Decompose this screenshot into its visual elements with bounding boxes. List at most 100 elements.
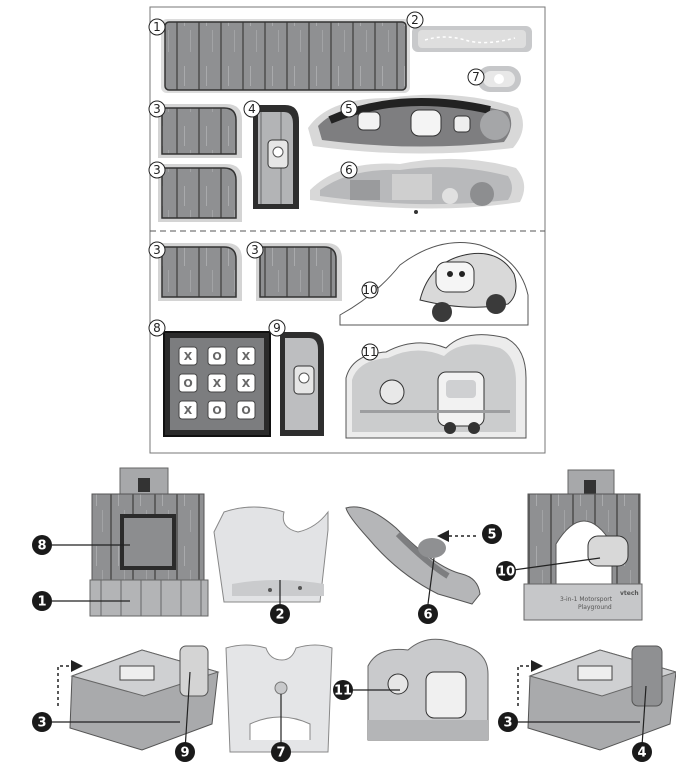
piece-4-garage-side (253, 105, 299, 209)
assembly-badge-text: 11 (334, 684, 352, 699)
piece-5-track-scene (308, 94, 523, 154)
assembly-badge-text: 2 (275, 608, 284, 623)
assembly-badge: 4 (632, 742, 652, 762)
piece-6-stands-scene (310, 158, 525, 214)
ttt-symbol: X (184, 404, 193, 417)
sheet-label: 3 (148, 161, 166, 179)
piece-3-panel-c (158, 243, 242, 301)
assembly-badge: 3 (498, 712, 518, 732)
logo-line1: 3-in-1 Motorsport (560, 596, 613, 603)
sheet-label: 4 (243, 100, 261, 118)
vtech-logo: vtech (620, 590, 639, 597)
logo-line2: Playground (578, 604, 612, 611)
ttt-cell: O (207, 400, 227, 420)
assembly-badge-text: 4 (637, 746, 646, 761)
piece-3-panel-d (256, 243, 342, 301)
assembly-badge: 11 (333, 680, 353, 700)
piece-11-scene-cutout (345, 334, 527, 439)
assembly-badge-text: 9 (180, 746, 189, 761)
ttt-symbol: X (242, 377, 251, 390)
sheet-label-text: 2 (411, 13, 419, 27)
assembly-badge: 6 (418, 604, 438, 624)
ttt-symbol: O (212, 350, 221, 363)
sheet-label-text: 3 (153, 163, 161, 177)
ttt-symbol: X (213, 377, 222, 390)
assembly-wall-with-board (89, 467, 209, 617)
assembly-badge-text: 3 (37, 716, 46, 731)
assembly-badge: 5 (482, 524, 502, 544)
ttt-symbol: X (184, 350, 193, 363)
sheet-label-text: 11 (362, 345, 377, 359)
ttt-cell: X (178, 346, 198, 366)
assembly-badge: 10 (496, 561, 516, 581)
assembly-badge: 8 (32, 535, 52, 555)
assembly-badge: 2 (270, 604, 290, 624)
ttt-symbol: O (212, 404, 221, 417)
sheet-label: 3 (148, 100, 166, 118)
assembly-diagram: 3-in-1 Motorsport Playground vtech (32, 467, 676, 762)
ttt-cell: X (207, 373, 227, 393)
piece-7-light-disc (477, 66, 521, 92)
sheet-label: 9 (268, 319, 286, 337)
assembly-badge-text: 7 (276, 746, 285, 761)
sheet-label: 1 (148, 18, 166, 36)
piece-1-long-panel (161, 19, 410, 93)
sheet-label-text: 3 (153, 102, 161, 116)
sheet-label: 8 (148, 319, 166, 337)
ttt-cell: O (207, 346, 227, 366)
assembly-badge-text: 10 (497, 565, 515, 580)
sheet-label-text: 3 (153, 243, 161, 257)
piece-3-panel-b (158, 164, 242, 222)
ttt-symbol: O (241, 404, 250, 417)
sheet-label: 7 (467, 68, 485, 86)
sheet-label: 5 (340, 100, 358, 118)
sheet-label-text: 9 (273, 321, 281, 335)
sheet-label-text: 6 (345, 163, 353, 177)
sheet-label: 10 (361, 281, 379, 299)
sheet-label: 3 (246, 241, 264, 259)
ttt-cell: X (236, 346, 256, 366)
punch-out-sheet: 1 2 7 3 4 5 6 3 3 3 8 9 10 11 X O X O X X X O O (148, 6, 546, 454)
assembly-badge-text: 8 (37, 539, 46, 554)
assembly-base-left (57, 645, 220, 751)
sheet-label: 3 (148, 241, 166, 259)
ttt-symbol: X (242, 350, 251, 363)
sheet-label: 11 (361, 343, 379, 361)
assembly-scene-stand (367, 638, 489, 741)
assembly-ramp-holder (213, 506, 329, 603)
ttt-cell: X (236, 373, 256, 393)
assembly-slide (345, 506, 481, 605)
sheet-label-text: 3 (251, 243, 259, 257)
assembly-base-right (517, 645, 676, 751)
sheet-number-labels: 1 2 7 3 4 5 6 3 3 3 8 9 10 11 (148, 11, 485, 361)
sheet-label-text: 8 (153, 321, 161, 335)
ttt-cell: O (236, 400, 256, 420)
assembly-light-holder (225, 644, 333, 753)
ttt-cell: O (178, 373, 198, 393)
piece-10-car-cutout (339, 242, 529, 326)
sheet-label-text: 4 (248, 102, 256, 116)
assembly-badge-text: 3 (503, 716, 512, 731)
assembly-garage-wall: 3-in-1 Motorsport Playground vtech (523, 469, 643, 621)
piece-3-panel-a (158, 104, 242, 158)
sheet-label-text: 10 (362, 283, 377, 297)
sheet-label: 6 (340, 161, 358, 179)
assembly-badge: 7 (271, 742, 291, 762)
sheet-label-text: 5 (345, 102, 353, 116)
assembly-badge-text: 6 (423, 608, 432, 623)
sheet-label-text: 1 (153, 20, 161, 34)
leader-lines (50, 544, 647, 751)
assembly-badge: 9 (175, 742, 195, 762)
assembly-badges: 8 1 2 6 5 10 3 9 7 11 3 4 (32, 524, 652, 762)
piece-9-garage-side (280, 332, 324, 436)
piece-2-ramp-strip (412, 26, 532, 52)
ttt-cell: X (178, 400, 198, 420)
assembly-badge-text: 5 (487, 528, 496, 543)
assembly-badge: 1 (32, 591, 52, 611)
sheet-label-text: 7 (472, 70, 480, 84)
sheet-label: 2 (406, 11, 424, 29)
assembly-badge-text: 1 (37, 595, 46, 610)
assembly-badge: 3 (32, 712, 52, 732)
ttt-symbol: O (183, 377, 192, 390)
